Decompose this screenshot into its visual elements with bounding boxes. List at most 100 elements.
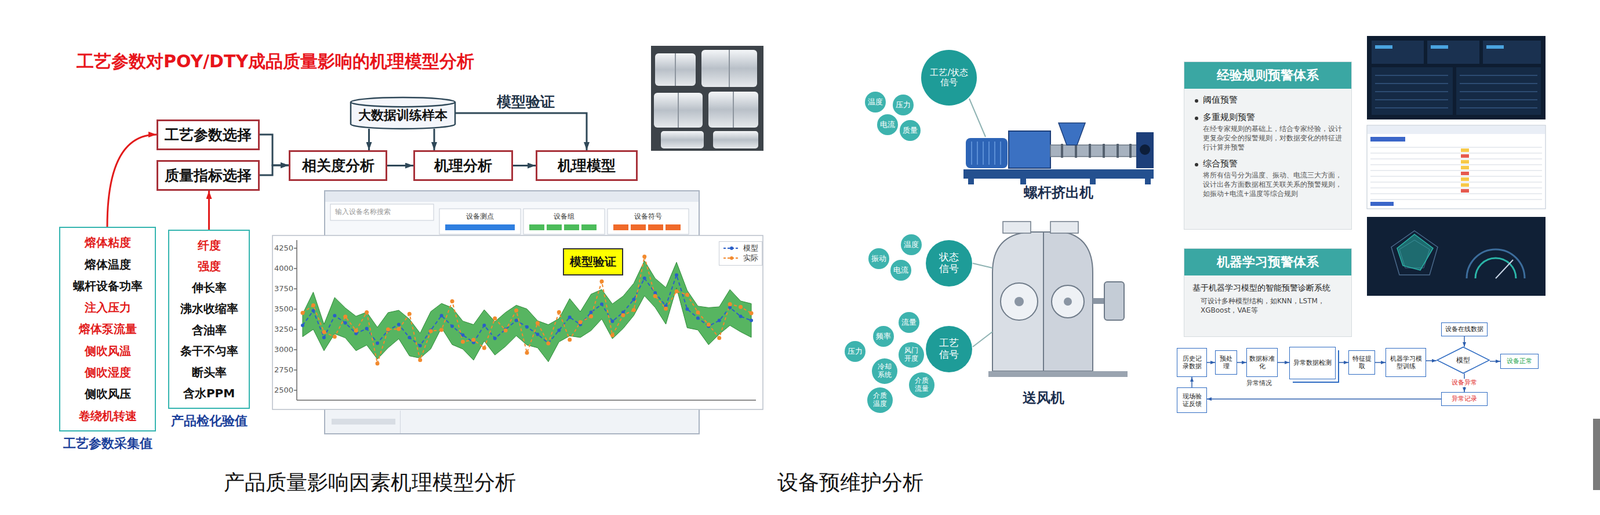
flow-box: 数据标准化	[1246, 347, 1278, 377]
edge-bar	[1593, 418, 1600, 490]
list-item: 沸水收缩率	[180, 301, 239, 316]
actual-dot	[525, 350, 530, 355]
yarn-photo	[651, 45, 764, 151]
actual-dot	[600, 279, 605, 284]
connector	[368, 128, 370, 151]
list-item: 伸长率	[191, 280, 227, 295]
actual-dot	[503, 328, 508, 333]
flow-box: 特征提取	[1348, 350, 1376, 375]
model-dot	[407, 335, 412, 340]
model-dot	[546, 341, 551, 345]
model-dot	[482, 323, 486, 327]
model-dot	[674, 273, 679, 277]
list-box: 熔体粘度熔体温度螺杆设备功率注入压力熔体泵流量侧吹风温侧吹湿度侧吹风压卷绕机转速…	[59, 226, 156, 432]
actual-dot	[567, 337, 572, 342]
actual-dot	[663, 306, 668, 311]
node-text: 特征提取	[1351, 354, 1373, 370]
actual-dot	[685, 292, 690, 297]
list-item: 强度	[197, 259, 221, 274]
text-label: 异常情况	[1246, 379, 1272, 387]
list-box: 纤度强度伸长率沸水收缩率含油率条干不匀率断头率含水PPM产品检化验值	[168, 229, 250, 409]
model-dot	[300, 323, 305, 327]
process-box: 相关度分析	[288, 150, 388, 181]
legend-dot	[729, 246, 734, 250]
actual-dot	[417, 357, 423, 362]
connector	[107, 134, 157, 227]
signal-bubble: 温度	[900, 234, 922, 256]
signal-bubble: 电流	[890, 259, 912, 281]
y-axis	[296, 240, 298, 400]
node-text: 大数据训练样本	[358, 106, 448, 125]
actual-dot	[749, 310, 754, 315]
actual-dot	[610, 332, 615, 337]
model-dot	[440, 313, 444, 318]
list-heading: 产品检化验值	[157, 412, 261, 430]
node-text: 历史记录数据	[1179, 354, 1205, 370]
flow-box: 异常记录	[1441, 391, 1488, 406]
connector	[1206, 398, 1442, 400]
signal-bubble: 温度	[864, 91, 886, 113]
connector	[259, 165, 289, 176]
list-heading: 工艺参数采集值	[48, 434, 167, 453]
node-text: 模型	[1456, 355, 1471, 366]
cylinder-rim	[350, 102, 456, 107]
data-cylinder: 大数据训练样本	[350, 97, 456, 129]
panel-text: 多重规则预警	[1192, 111, 1344, 124]
connector	[208, 190, 210, 230]
text-label: 设备预维护分析	[777, 469, 924, 495]
panel-text: 可设计多种模型结构，如KNN，LSTM，XGBoost，VAE等	[1200, 296, 1344, 315]
actual-dot	[428, 328, 434, 333]
text-label: 2500	[258, 385, 294, 395]
chart-legend: 模型实际	[718, 241, 763, 266]
process-box: 质量指标选择	[156, 160, 260, 191]
actual-dot	[588, 314, 594, 319]
node-text: 预处理	[1217, 354, 1235, 370]
model-dot	[600, 302, 604, 307]
actual-dot	[695, 310, 700, 315]
text-label: 设备测点	[466, 212, 494, 221]
actual-dot	[717, 335, 722, 340]
actual-dot	[332, 334, 337, 339]
model-dot	[685, 307, 689, 311]
signal-bubble: 风门开度	[898, 342, 925, 368]
info-panel: 机器学习预警体系基于机器学习模型的智能预警诊断系统可设计多种模型结构，如KNN，…	[1183, 248, 1352, 337]
actual-dot	[642, 254, 647, 259]
signal-circle: 状态信号	[925, 240, 973, 287]
connector	[1277, 361, 1290, 363]
cylinder-body	[350, 97, 456, 129]
axis-tick	[293, 328, 297, 330]
process-box: 机理分析	[413, 150, 514, 181]
screw-extruder	[963, 122, 1154, 185]
actual-dot	[546, 340, 551, 345]
node-text: 工艺/状态信号	[928, 67, 970, 89]
process-box: 机理模型	[535, 150, 638, 181]
axis-tick	[293, 267, 297, 269]
model-dot	[418, 343, 423, 348]
connector	[1375, 361, 1386, 363]
actual-dot	[578, 320, 583, 325]
model-dot	[568, 315, 572, 319]
model-dot	[332, 313, 337, 318]
signal-circle: 工艺/状态信号	[921, 49, 977, 106]
actual-dot	[620, 313, 625, 318]
signal-bubble: 流量	[898, 311, 920, 333]
actual-dot	[631, 307, 636, 312]
model-dot	[728, 305, 732, 309]
actual-dot	[343, 314, 348, 319]
node-text: 风门开度	[903, 346, 919, 363]
model-dot	[343, 321, 348, 325]
axis-tick	[293, 308, 297, 310]
model-dot	[365, 326, 369, 331]
confidence-band	[302, 260, 752, 362]
panel-text: 阈值预警	[1192, 94, 1344, 107]
signal-bubble: 质量	[899, 120, 921, 141]
model-dot	[717, 318, 722, 323]
list-item: 注入压力	[84, 300, 132, 315]
blower-fan	[988, 221, 1128, 377]
text-label: 2750	[258, 365, 294, 375]
actual-dot	[492, 315, 497, 320]
model-dot	[557, 328, 561, 332]
actual-dot	[535, 321, 540, 326]
node-text: 模型验证	[569, 253, 617, 270]
actual-dot	[482, 345, 487, 350]
